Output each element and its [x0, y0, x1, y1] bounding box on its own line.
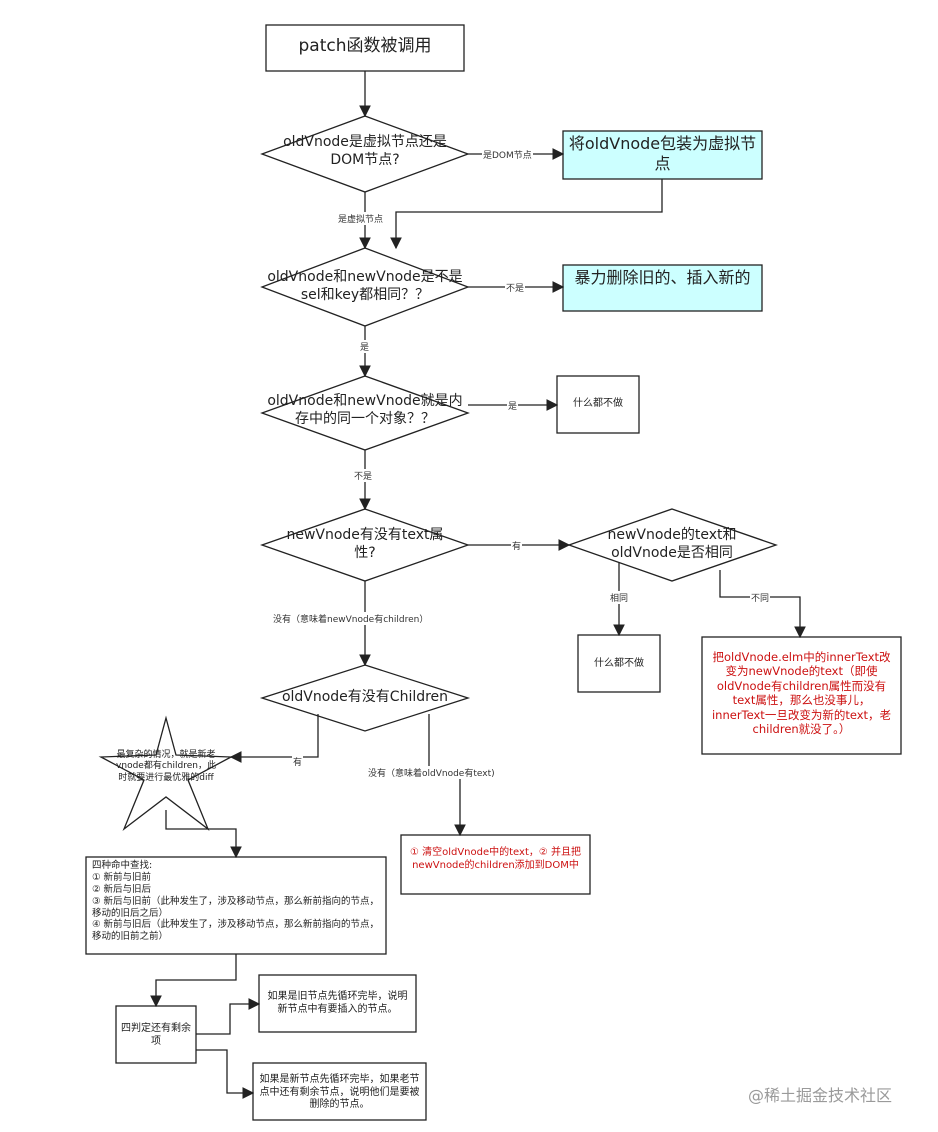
old-children-text: oldVnode有没有Children	[281, 689, 449, 705]
nothing-text-1: 什么都不做	[573, 398, 623, 409]
new-first-text: 如果是新节点先循环完毕，如果老节点中还有剩余节点，说明他们是要被删除的节点。	[259, 1074, 420, 1110]
clear-text-box	[400, 834, 591, 895]
edge-label-not: 不是	[353, 469, 374, 482]
clear-text-text: ① 清空oldVnode中的text，② 并且把newVnode的childre…	[409, 847, 582, 871]
old-first-text: 如果是旧节点先循环完毕，说明新节点中有要插入的节点。	[267, 991, 408, 1015]
star-text: 最复杂的情况，就是新老vnode都有children，此时就要进行最优雅的dif…	[116, 750, 216, 783]
four-search-line: ① 新前与旧前	[92, 871, 152, 883]
brute-box	[562, 264, 763, 312]
new-first-box	[252, 1062, 427, 1121]
old-children-diamond	[259, 664, 471, 732]
wrap-text: 将oldVnode包装为虚拟节点	[568, 134, 757, 173]
nothing-box-2	[577, 634, 661, 693]
same-object-text: oldVnode和newVnode就是内存中的同一个对象？？	[267, 393, 463, 427]
four-search-line: ③ 新后与旧前（此种发生了，涉及移动节点，那么新前指向的节点，移动的旧后之后）	[92, 895, 380, 919]
virtual-or-dom-text: oldVnode是虚拟节点还是DOM节点?	[283, 134, 447, 168]
diff-star	[98, 715, 234, 831]
edge-label-is-virtual: 是虚拟节点	[337, 212, 385, 225]
text-same-text: newVnode的text和oldVnode是否相同	[607, 527, 737, 561]
four-search-text: 四种命中查找: ① 新前与旧前 ② 新后与旧后 ③ 新后与旧前（此种发生了，涉及…	[92, 860, 382, 943]
edge-label-not-same: 不是	[505, 281, 526, 294]
nothing-box-1	[556, 375, 640, 434]
edge-label-no-children: 没有（意味着oldVnode有text)	[367, 766, 496, 779]
watermark: @稀土掘金技术社区	[748, 1086, 893, 1105]
four-search-line: ④ 新前与旧后（此种发生了，涉及移动节点，那么新前指向的节点，移动的旧前之前）	[92, 919, 380, 943]
edge-wrap-back	[390, 179, 663, 250]
start-box	[265, 24, 465, 72]
edge-search-to-remaining	[150, 954, 237, 1008]
edge-label-is-dom: 是DOM节点	[482, 148, 533, 161]
same-selkey-text: oldVnode和newVnode是不是sel和key都相同？？	[267, 269, 463, 303]
edge-remaining-to-newfirst	[196, 1049, 255, 1099]
edge-label-yes-1: 是	[359, 340, 371, 353]
text-same-diamond	[567, 508, 778, 582]
edge-label-yes-2: 是	[507, 399, 519, 412]
remaining-box	[115, 1005, 197, 1064]
edge-has-children-left	[229, 714, 319, 763]
set-text-text: 把oldVnode.elm中的innerText改变为newVnode的text…	[711, 650, 892, 736]
edge-label-has-children: 有	[292, 755, 304, 768]
set-text-box	[701, 636, 902, 755]
edge-label-diff: 不同	[750, 591, 771, 604]
four-search-line: 四种命中查找:	[92, 860, 153, 871]
four-search-box	[85, 856, 387, 955]
brute-text: 暴力删除旧的、插入新的	[574, 268, 751, 287]
old-first-box	[258, 974, 417, 1033]
edge-label-no-text: 没有（意味着newVnode有children）	[272, 612, 430, 625]
has-text-text: newVnode有没有text属性?	[286, 527, 444, 561]
edge-remaining-to-oldfirst	[196, 998, 261, 1035]
remaining-text: 四判定还有剩余项	[121, 1023, 191, 1047]
start-text: patch函数被调用	[298, 36, 432, 56]
edge-label-has: 有	[511, 539, 523, 552]
edge-label-same: 相同	[609, 591, 630, 604]
edge-star-to-search	[165, 810, 242, 859]
nothing-text-2: 什么都不做	[594, 658, 644, 669]
four-search-line: ② 新后与旧后	[92, 883, 152, 895]
